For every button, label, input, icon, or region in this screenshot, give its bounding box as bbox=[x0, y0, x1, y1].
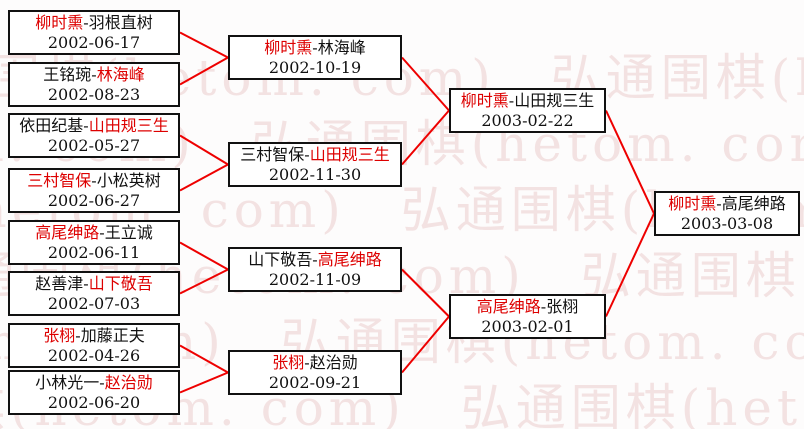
vs-dash: - bbox=[83, 115, 89, 135]
player1-name: 高尾绅路 bbox=[476, 296, 541, 316]
match-players: 小林光一-赵治勋 bbox=[35, 373, 152, 393]
vs-dash: - bbox=[508, 90, 515, 110]
match-players: 高尾绅路-王立诚 bbox=[35, 223, 152, 243]
match-box-final: 柳时熏-高尾绅路 2003-03-08 bbox=[654, 191, 800, 236]
player1-name: 柳时熏 bbox=[264, 37, 313, 57]
player1-name: 三村智保 bbox=[27, 170, 92, 190]
player1-name: 柳时熏 bbox=[35, 12, 84, 32]
player2-name: 林海峰 bbox=[317, 37, 366, 57]
player1-name: 小林光一 bbox=[35, 372, 100, 392]
match-players: 柳时熏-林海峰 bbox=[264, 38, 365, 58]
match-date: 2002-05-27 bbox=[47, 135, 141, 155]
match-date: 2002-07-03 bbox=[47, 293, 141, 313]
match-players: 柳时熏-高尾绅路 bbox=[668, 194, 785, 214]
match-players: 张栩-赵治勋 bbox=[272, 353, 357, 373]
match-box: 赵善津-山下敬吾 2002-07-03 bbox=[8, 271, 180, 316]
match-players: 三村智保-小松英树 bbox=[27, 171, 160, 191]
player2-name: 高尾绅路 bbox=[317, 249, 382, 269]
player2-name: 林海峰 bbox=[96, 64, 145, 84]
match-players: 柳时熏-羽根直树 bbox=[35, 13, 152, 33]
vs-dash: - bbox=[83, 12, 89, 32]
match-date: 2002-09-21 bbox=[268, 372, 362, 392]
vs-dash: - bbox=[540, 296, 547, 316]
player2-name: 山田规三生 bbox=[309, 144, 390, 164]
match-box: 三村智保-小松英树 2002-06-27 bbox=[8, 168, 180, 213]
match-players: 高尾绅路-张栩 bbox=[477, 297, 578, 317]
match-box: 三村智保-山田规三生 2002-11-30 bbox=[228, 142, 402, 187]
player2-name: 赵治勋 bbox=[309, 352, 358, 372]
match-box: 依田纪基-山田规三生 2002-05-27 bbox=[8, 113, 180, 158]
vs-dash: - bbox=[312, 249, 318, 269]
match-box: 高尾绅路-张栩 2003-02-01 bbox=[449, 294, 606, 339]
vs-dash: - bbox=[304, 144, 310, 164]
player2-name: 羽根直树 bbox=[88, 12, 153, 32]
vs-dash: - bbox=[75, 325, 81, 345]
player1-name: 王铭琬 bbox=[43, 64, 92, 84]
match-date: 2002-11-30 bbox=[268, 164, 362, 184]
match-date: 2002-08-23 bbox=[47, 84, 141, 104]
player1-name: 柳时熏 bbox=[668, 193, 717, 213]
player2-name: 王立诚 bbox=[104, 222, 153, 242]
player2-name: 加藤正夫 bbox=[80, 325, 145, 345]
match-players: 三村智保-山田规三生 bbox=[240, 145, 389, 165]
match-box: 张栩-赵治勋 2002-09-21 bbox=[228, 350, 402, 395]
match-box: 柳时熏-山田规三生 2003-02-22 bbox=[449, 88, 606, 133]
player2-name: 高尾绅路 bbox=[721, 193, 786, 213]
match-players: 柳时熏-山田规三生 bbox=[461, 91, 594, 111]
match-box: 柳时熏-林海峰 2002-10-19 bbox=[228, 35, 402, 80]
player1-name: 三村智保 bbox=[240, 144, 305, 164]
match-players: 山下敬吾-高尾绅路 bbox=[248, 250, 381, 270]
player1-name: 柳时熏 bbox=[460, 90, 509, 110]
player1-name: 张栩 bbox=[43, 325, 76, 345]
vs-dash: - bbox=[99, 222, 105, 242]
match-date: 2003-02-22 bbox=[481, 110, 574, 130]
player2-name: 山田规三生 bbox=[514, 90, 595, 110]
match-box: 王铭琬-林海峰 2002-08-23 bbox=[8, 62, 180, 107]
match-players: 王铭琬-林海峰 bbox=[43, 65, 144, 85]
player2-name: 赵治勋 bbox=[104, 372, 153, 392]
match-date: 2003-03-08 bbox=[680, 213, 774, 233]
match-players: 赵善津-山下敬吾 bbox=[35, 274, 152, 294]
player1-name: 张栩 bbox=[272, 352, 305, 372]
vs-dash: - bbox=[99, 372, 105, 392]
match-date: 2003-02-01 bbox=[481, 316, 574, 336]
player1-name: 赵善津 bbox=[35, 273, 84, 293]
match-players: 依田纪基-山田规三生 bbox=[19, 116, 168, 136]
match-date: 2002-04-26 bbox=[47, 345, 141, 365]
match-date: 2002-06-11 bbox=[47, 242, 141, 262]
player1-name: 高尾绅路 bbox=[35, 222, 100, 242]
player1-name: 依田纪基 bbox=[19, 115, 84, 135]
match-date: 2002-11-09 bbox=[268, 269, 362, 289]
player2-name: 小松英树 bbox=[96, 170, 161, 190]
match-players: 张栩-加藤正夫 bbox=[43, 326, 144, 346]
player2-name: 张栩 bbox=[546, 296, 579, 316]
match-box: 山下敬吾-高尾绅路 2002-11-09 bbox=[228, 247, 402, 292]
match-date: 2002-10-19 bbox=[268, 57, 362, 77]
match-date: 2002-06-20 bbox=[47, 392, 141, 412]
match-box: 柳时熏-羽根直树 2002-06-17 bbox=[8, 10, 180, 55]
vs-dash: - bbox=[83, 273, 89, 293]
match-date: 2002-06-17 bbox=[47, 32, 141, 52]
player2-name: 山田规三生 bbox=[88, 115, 169, 135]
vs-dash: - bbox=[91, 64, 97, 84]
match-box: 小林光一-赵治勋 2002-06-20 bbox=[8, 370, 180, 415]
vs-dash: - bbox=[304, 352, 310, 372]
player2-name: 山下敬吾 bbox=[88, 273, 153, 293]
vs-dash: - bbox=[91, 170, 97, 190]
match-date: 2002-06-27 bbox=[47, 190, 141, 210]
vs-dash: - bbox=[312, 37, 318, 57]
match-box: 张栩-加藤正夫 2002-04-26 bbox=[8, 323, 180, 368]
match-box: 高尾绅路-王立诚 2002-06-11 bbox=[8, 220, 180, 265]
player1-name: 山下敬吾 bbox=[248, 249, 313, 269]
vs-dash: - bbox=[716, 193, 722, 213]
